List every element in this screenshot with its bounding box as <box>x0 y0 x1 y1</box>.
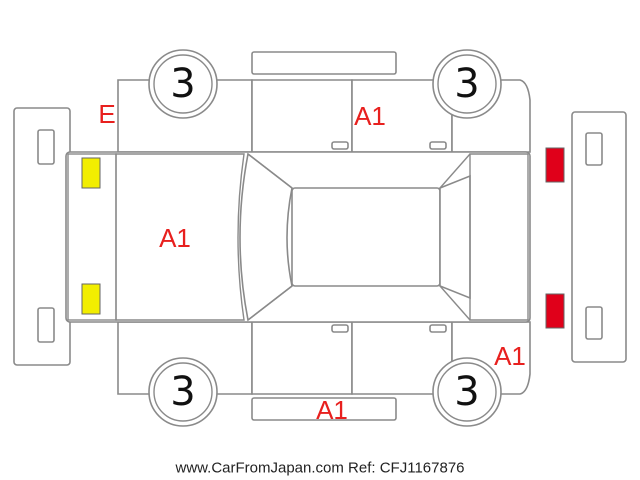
rear-light-top-marker <box>545 147 565 183</box>
tire-front-left-grade: 3 <box>170 61 195 107</box>
rear-light-bottom-marker <box>545 293 565 329</box>
damage-code-bottom-rocker: A1 <box>316 395 348 425</box>
damage-code-front-corner: E <box>98 99 115 129</box>
top-rail-panel <box>251 51 397 75</box>
damage-code-rear-corner: A1 <box>494 341 526 371</box>
tire-front-right-grade: 3 <box>170 369 195 415</box>
tire-rear-left-grade: 3 <box>454 61 479 107</box>
source-reference-text: www.CarFromJapan.com Ref: CFJ1167876 <box>175 460 465 477</box>
rear-bumper <box>571 111 627 363</box>
tire-rear-right: 3 <box>432 357 502 427</box>
tire-front-right: 3 <box>148 357 218 427</box>
tire-rear-left: 3 <box>432 49 502 119</box>
tire-front-left: 3 <box>148 49 218 119</box>
damage-code-top-doors: A1 <box>354 101 386 131</box>
front-light-bottom-marker <box>81 283 101 315</box>
car-body-top-view <box>65 151 531 323</box>
front-light-top-marker <box>81 157 101 189</box>
tire-rear-right-grade: 3 <box>454 369 479 415</box>
damage-code-hood: A1 <box>159 223 191 253</box>
bottom-rocker-panel <box>251 397 397 421</box>
front-bumper <box>13 107 71 366</box>
